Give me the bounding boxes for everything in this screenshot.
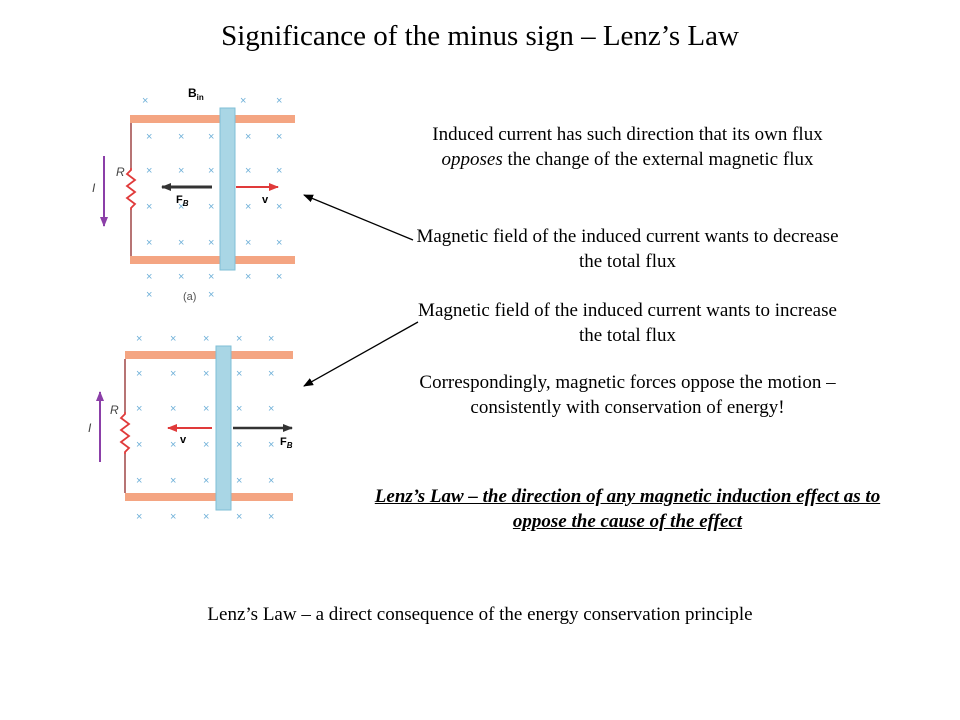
svg-text:×: × [178,271,184,283]
force-label-b: FB [280,436,293,450]
sliding-rod-b [215,345,232,511]
svg-text:×: × [170,333,176,345]
field-label-a: Bin [188,86,204,102]
svg-text:×: × [203,368,209,380]
svg-text:×: × [136,403,142,415]
svg-text:×: × [178,165,184,177]
field-crosses-b: × × × × × × × × × × × × × × × × × × × × × × × × × × × × × × [136,333,274,523]
current-label-b: I [88,421,92,435]
svg-text:×: × [208,237,214,249]
figure-a: × × × × × × × × × × × × × × × × × × × × × × × × × × × × × × Bin… [92,86,295,303]
svg-text:×: × [276,271,282,283]
footer-note: Lenz’s Law – a direct consequence of the… [207,604,753,625]
p1-text-b: the change of the external magnetic flux [502,149,814,170]
force-label-a: FB [176,194,189,208]
slide-title: Significance of the minus sign – Lenz’s … [221,20,739,52]
svg-text:×: × [170,368,176,380]
svg-text:×: × [208,271,214,283]
resistor-circuit-b [119,359,131,493]
svg-text:×: × [276,201,282,213]
svg-text:×: × [236,439,242,451]
explanation-magnetic-forces: Correspondingly, magnetic forces oppose … [419,372,836,418]
svg-text:×: × [236,475,242,487]
p1-emphasis: opposes [441,149,503,170]
top-rail-b [125,351,293,359]
svg-text:×: × [276,95,282,107]
pointer-arrow-bottom [303,321,419,387]
svg-text:×: × [268,333,274,345]
svg-text:×: × [203,475,209,487]
svg-text:×: × [245,131,251,143]
svg-text:×: × [208,289,214,301]
figure-caption-a: (a) [183,291,196,303]
svg-text:×: × [178,201,184,213]
svg-text:×: × [208,131,214,143]
svg-text:×: × [236,368,242,380]
svg-text:×: × [136,368,142,380]
svg-text:×: × [268,511,274,523]
svg-text:×: × [268,403,274,415]
svg-text:×: × [178,131,184,143]
velocity-label-a: v [262,194,269,206]
resistor-label-b: R [110,403,119,417]
top-rail-a [130,115,295,123]
bottom-rail-a [130,256,295,264]
svg-text:×: × [245,201,251,213]
svg-text:×: × [268,439,274,451]
velocity-label-b: v [180,434,187,446]
svg-text:×: × [245,165,251,177]
svg-text:×: × [236,333,242,345]
svg-text:×: × [276,165,282,177]
svg-text:×: × [146,201,152,213]
svg-text:×: × [268,368,274,380]
resistor-label-a: R [116,165,125,179]
svg-text:×: × [245,271,251,283]
lenz-law-statement: Lenz’s Law – the direction of any magnet… [374,486,881,532]
svg-text:×: × [146,131,152,143]
svg-text:×: × [240,95,246,107]
svg-text:×: × [146,165,152,177]
svg-text:×: × [245,237,251,249]
svg-text:×: × [146,289,152,301]
svg-text:×: × [203,511,209,523]
svg-text:×: × [208,201,214,213]
bottom-rail-b [125,493,293,501]
svg-text:×: × [136,511,142,523]
figure-b: ××××× ××××× ××××× ××××× ××××× ××××× R I … [88,333,293,523]
svg-text:×: × [170,511,176,523]
svg-text:×: × [268,475,274,487]
field-crosses-a: × × × × × × × × × × × × × × × × × × × × × × × × × × × × × × [142,95,282,301]
svg-text:×: × [146,237,152,249]
svg-text:×: × [146,271,152,283]
resistor-circuit-a [125,123,137,256]
svg-text:×: × [203,439,209,451]
explanation-increase-flux: Magnetic field of the induced current wa… [418,300,837,346]
svg-text:×: × [208,165,214,177]
svg-text:×: × [203,403,209,415]
svg-text:×: × [170,439,176,451]
svg-text:×: × [136,333,142,345]
svg-text:×: × [170,403,176,415]
svg-text:×: × [136,439,142,451]
p1-text-a: Induced current has such direction that … [432,124,823,145]
pointer-arrow-top [303,194,414,241]
explanation-induced-current: Induced current has such direction that … [405,122,850,172]
svg-text:×: × [236,403,242,415]
svg-text:×: × [276,131,282,143]
current-label-a: I [92,181,96,195]
svg-text:×: × [276,237,282,249]
svg-text:×: × [178,237,184,249]
svg-text:×: × [142,95,148,107]
explanation-decrease-flux: Magnetic field of the induced current wa… [416,226,839,272]
svg-text:×: × [136,475,142,487]
svg-text:×: × [203,333,209,345]
svg-text:×: × [236,511,242,523]
sliding-rod-a [219,107,236,271]
svg-text:×: × [170,475,176,487]
